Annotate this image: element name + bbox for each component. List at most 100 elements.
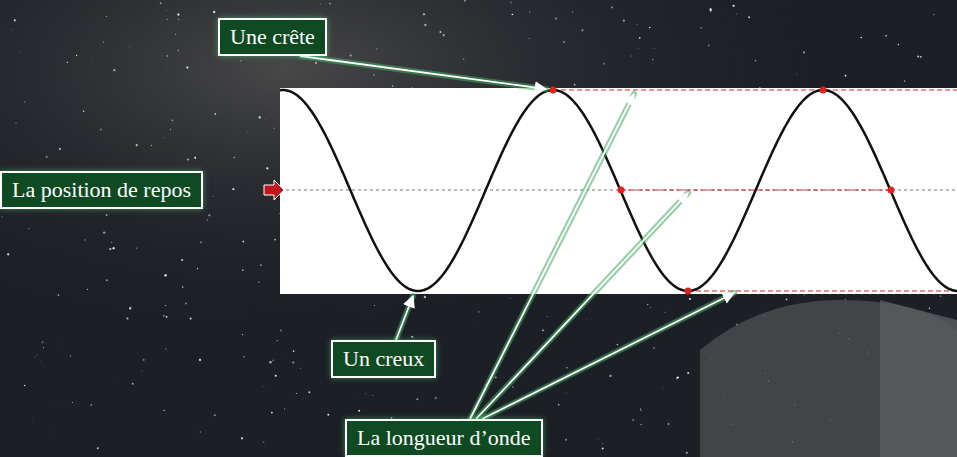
star [293,350,295,352]
star [97,447,99,449]
star [917,56,919,58]
star [215,113,217,115]
star [11,29,13,31]
star [735,13,737,15]
star [353,393,355,395]
leader-glow [482,293,734,419]
star [329,3,331,5]
star [165,10,167,12]
star [292,361,294,363]
star [72,402,73,403]
star [91,404,92,405]
rest-dot [888,187,895,194]
star [163,315,165,317]
star [609,375,611,377]
leader-line [396,296,413,340]
star [649,307,651,309]
leader-line [300,56,546,89]
star [213,11,215,13]
star [665,312,666,313]
star [207,219,208,220]
star [558,404,559,405]
observatory-building [700,300,957,457]
star [885,35,887,37]
star [1,216,2,217]
star [260,264,262,266]
star [511,14,513,16]
star [358,410,360,412]
star [940,295,942,297]
star [374,305,375,306]
star [860,37,862,39]
star [271,412,273,414]
star [653,347,655,349]
star [411,336,413,338]
star [57,343,59,345]
star [796,73,798,75]
star [710,10,712,12]
pointer-arrow [264,180,284,200]
star [212,195,214,197]
star [151,145,152,146]
star [185,302,187,304]
star [67,62,68,63]
star [136,144,138,146]
label-text: Un creux [343,345,424,373]
star [443,34,445,36]
star [463,59,464,60]
star [511,55,513,57]
crest-dot [550,87,557,94]
star [495,376,497,378]
star [242,334,243,335]
star [572,11,573,12]
star [566,392,567,393]
rest-dot [618,187,625,194]
trough-dot [685,288,692,295]
star [392,85,393,86]
star [166,316,168,318]
star [640,409,641,410]
star [365,393,367,395]
star [178,19,179,20]
star [266,167,268,169]
star [640,424,641,425]
star [652,59,654,61]
star [623,20,625,22]
star [70,355,71,356]
star [58,294,60,296]
star [603,63,605,65]
star [284,408,285,409]
star [920,56,922,58]
star [178,50,179,51]
star [300,367,302,369]
star [132,383,134,385]
star [744,84,746,86]
star [602,448,604,450]
star [232,188,234,190]
star [280,329,282,331]
star [478,311,480,313]
star [20,51,22,53]
wavelength-dash [688,290,957,291]
star [259,116,261,118]
star [136,248,137,249]
star [296,393,297,394]
star [733,5,735,7]
wavelength-dash [553,89,957,90]
star [240,60,242,62]
star [636,23,638,25]
star [581,29,583,31]
star [376,48,377,49]
star [804,294,805,295]
star [631,55,632,56]
star [84,239,85,240]
star [435,397,437,399]
star [121,306,123,308]
label-box: La position de repos [0,171,203,209]
star [748,16,750,18]
star [611,7,613,9]
star [510,1,512,3]
star [929,307,930,308]
star [186,67,188,69]
